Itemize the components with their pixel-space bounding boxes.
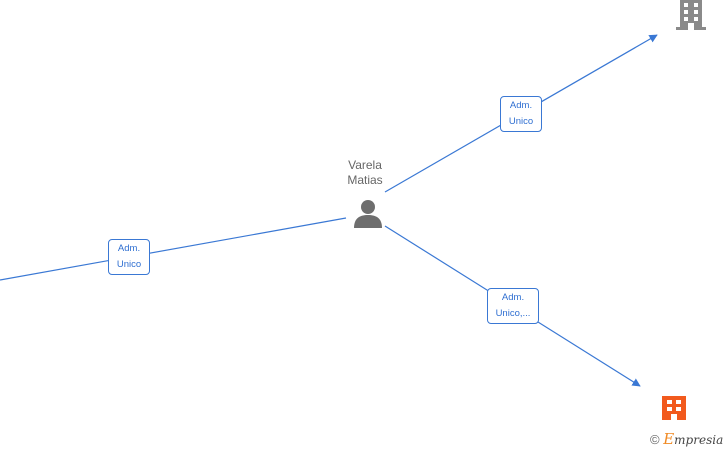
brand-initial: E bbox=[663, 430, 675, 448]
brand-logo: Empresia bbox=[663, 430, 724, 448]
edge-label-top-right-line2: Unico bbox=[508, 116, 534, 127]
person-name-line2: Matias bbox=[347, 173, 383, 187]
building-icon[interactable] bbox=[676, 0, 706, 30]
edge-label-left[interactable]: Adm. Unico bbox=[108, 239, 150, 275]
person-name[interactable]: Varela Matias bbox=[330, 158, 400, 188]
brand-rest: mpresia bbox=[674, 433, 724, 447]
edge-label-top-right[interactable]: Adm. Unico bbox=[500, 96, 542, 132]
copyright-symbol: © bbox=[650, 432, 660, 447]
edge-label-bottom-right[interactable]: Adm. Unico,... bbox=[487, 288, 539, 324]
edge-label-left-line2: Unico bbox=[116, 259, 142, 270]
edge-label-top-right-line1: Adm. bbox=[509, 100, 533, 111]
edge-left-line bbox=[0, 217, 347, 281]
edge-label-bottom-right-line2: Unico,... bbox=[495, 308, 531, 319]
person-name-line1: Varela bbox=[348, 158, 382, 172]
edge-label-bottom-right-line1: Adm. bbox=[501, 292, 525, 303]
watermark: © Empresia bbox=[650, 430, 723, 448]
building-icon[interactable] bbox=[662, 396, 686, 420]
edge-label-left-line1: Adm. bbox=[117, 243, 141, 254]
person-icon[interactable] bbox=[352, 198, 384, 228]
